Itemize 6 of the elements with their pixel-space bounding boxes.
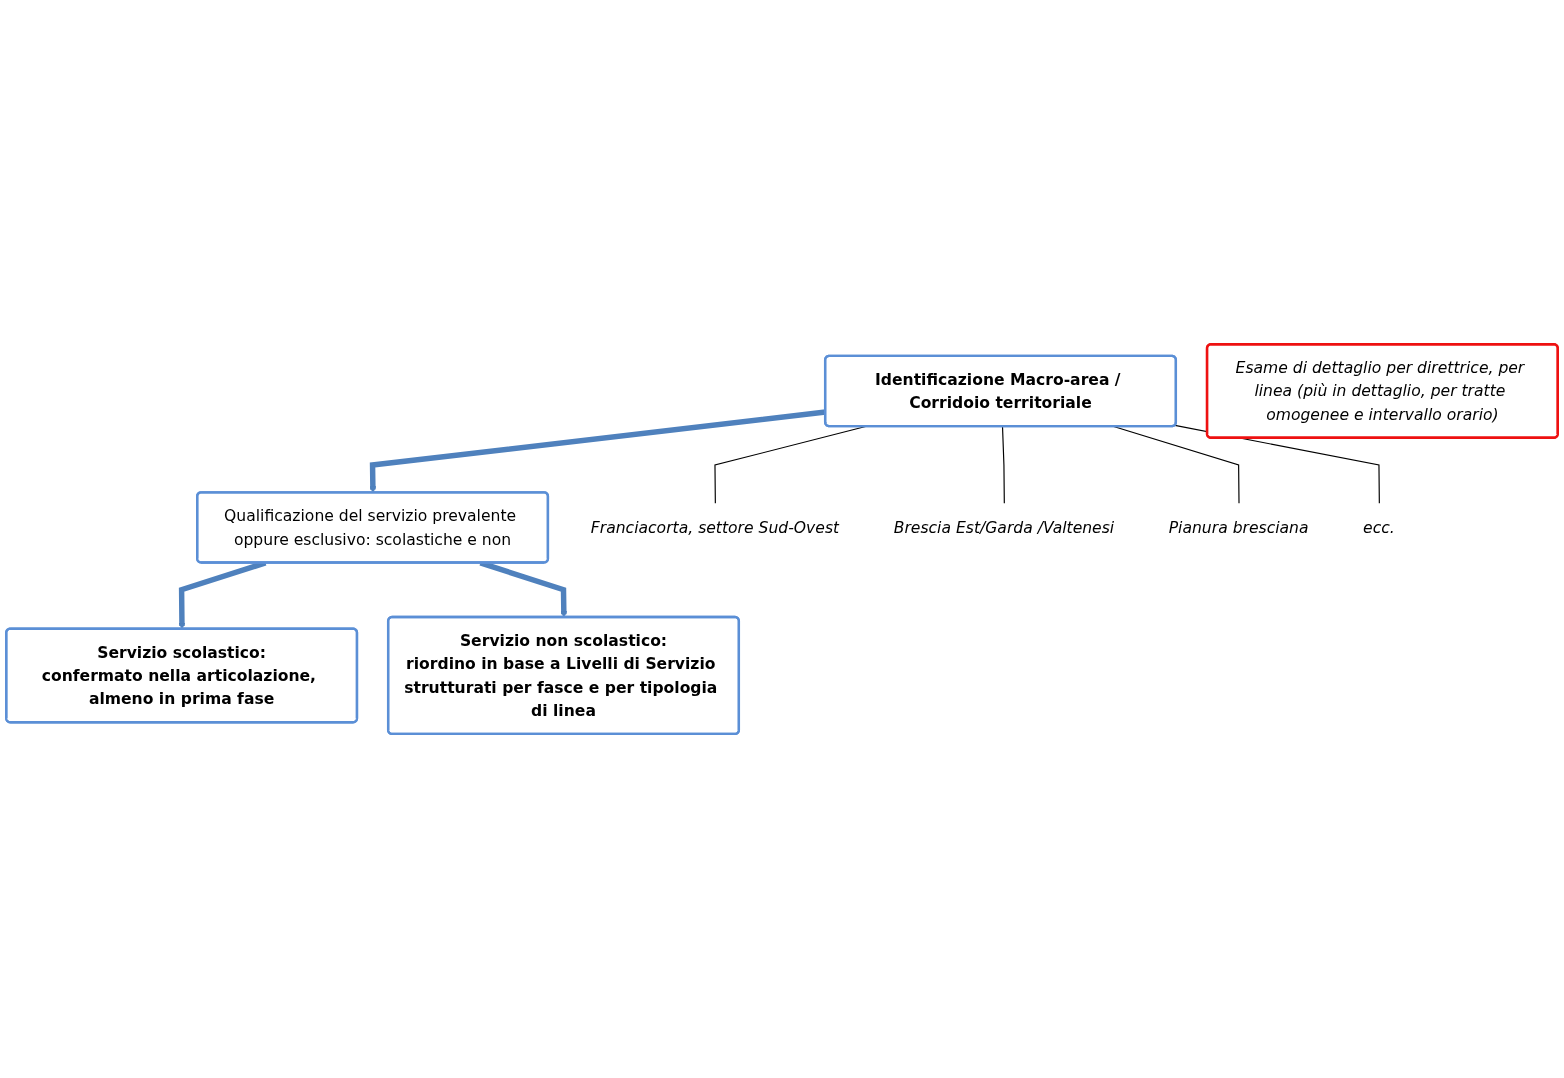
arrow — [369, 409, 826, 493]
node-text: Brescia Est/Garda /Valtenesi — [893, 517, 1115, 537]
connector — [1001, 425, 1005, 505]
node-text: ecc. — [1363, 517, 1395, 537]
node-text: Pianura bresciana — [1168, 517, 1309, 537]
node-text: Franciacorta, settore Sud-Ovest — [590, 517, 840, 537]
